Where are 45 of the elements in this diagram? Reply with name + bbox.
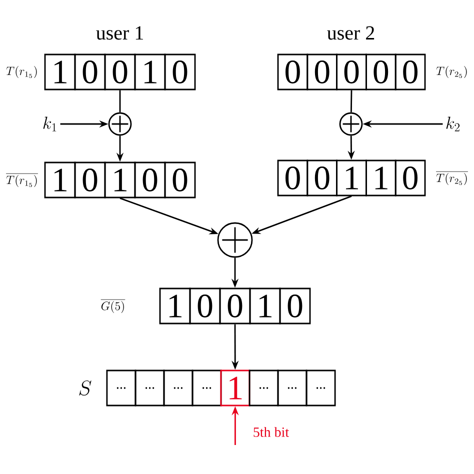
user-heading: user 2 xyxy=(327,26,374,40)
bit-cell: ... xyxy=(248,370,279,406)
bit-cell: ... xyxy=(134,370,165,406)
bit-cell: 1 xyxy=(366,160,396,196)
bit-cell: 0 xyxy=(306,160,338,196)
edge-label: 5th bit xyxy=(254,427,289,437)
bit-cell: 1 xyxy=(134,54,166,90)
bit-cell: ... xyxy=(106,370,136,406)
bit-cell: 0 xyxy=(164,162,196,198)
bit-cell: 1 xyxy=(249,288,281,324)
bit-cell: 1 xyxy=(159,288,191,324)
key-label: $k_2$ xyxy=(446,116,460,132)
bit-cell: 1 xyxy=(220,370,250,406)
xor-symbol xyxy=(108,112,132,136)
bit-cell: 0 xyxy=(134,162,166,198)
bit-cell: 0 xyxy=(306,54,338,90)
bit-cell: 0 xyxy=(277,54,308,90)
bit-cell: 0 xyxy=(394,54,426,90)
bit-cell: 0 xyxy=(164,54,196,90)
key-label: $k_1$ xyxy=(43,116,56,132)
bit-cell: ... xyxy=(277,370,308,406)
register-label: $S$ xyxy=(79,380,92,396)
xor-symbol xyxy=(217,222,253,258)
bit-cell: 0 xyxy=(394,160,426,196)
bit-cell: 0 xyxy=(104,54,136,90)
bit-cell: ... xyxy=(163,370,194,406)
bit-cell: ... xyxy=(192,370,222,406)
bit-cell: 1 xyxy=(44,54,76,90)
bit-cell: 0 xyxy=(366,54,396,90)
bit-cell: 0 xyxy=(74,54,106,90)
register-label: $T(r_{2_5})$ xyxy=(436,66,467,78)
bit-cell: 0 xyxy=(277,160,308,196)
bit-cell: 0 xyxy=(219,288,251,324)
bit-cell: 1 xyxy=(104,162,136,198)
register-label: $\overline{G(5)}$ xyxy=(100,300,126,313)
bit-cell: 1 xyxy=(336,160,367,196)
xor-symbol xyxy=(339,112,363,136)
register-label: $\overline{T(r_{2_5})}$ xyxy=(436,172,468,186)
bit-cell: 0 xyxy=(336,54,367,90)
bit-cell: 1 xyxy=(44,162,76,198)
user-heading: user 1 xyxy=(96,26,143,40)
bit-cell: 0 xyxy=(279,288,311,324)
bit-cell: 0 xyxy=(189,288,221,324)
bit-cell: 0 xyxy=(74,162,106,198)
bit-cell: ... xyxy=(306,370,336,406)
